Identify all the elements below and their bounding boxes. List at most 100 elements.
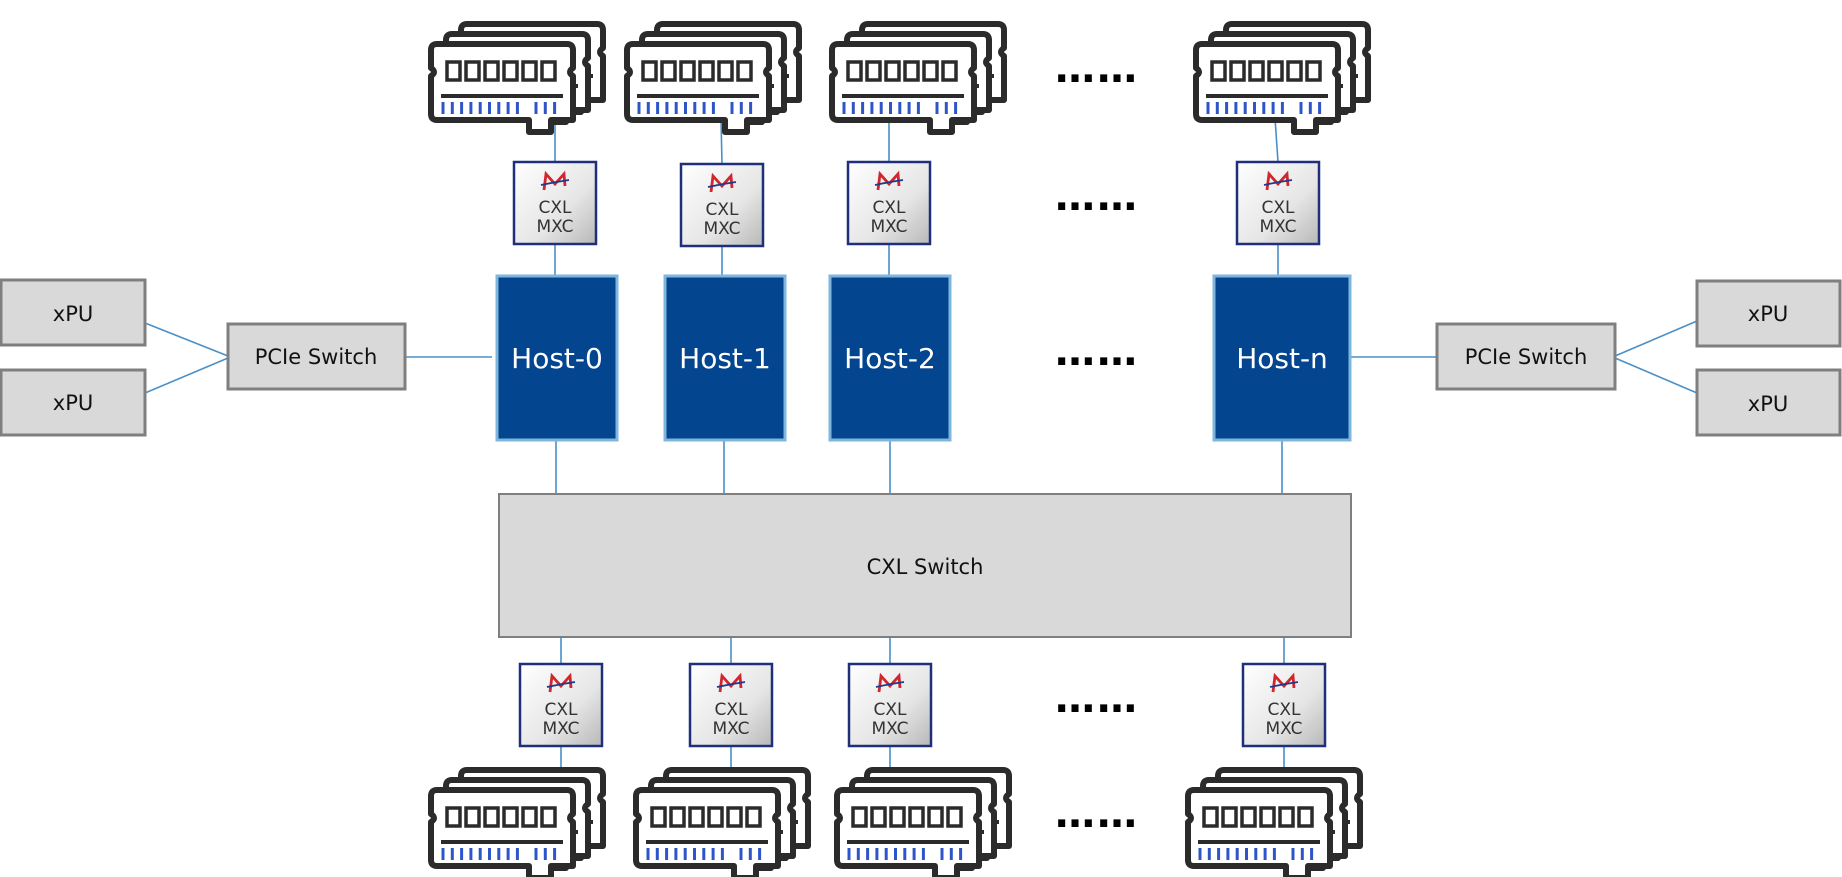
link-memory-chip [1274,117,1279,163]
dimm-chip [1286,60,1303,82]
host-box [1212,274,1352,442]
dimm-chip [726,806,743,828]
dimm-board [428,787,576,877]
mxc-logo-swoosh [1263,179,1293,186]
chip-line2: MXC [537,217,574,237]
cxl-switch-box [498,493,1352,638]
dimm-chip [698,60,715,82]
dimm-chip [445,806,462,828]
dimm-chip [1202,806,1219,828]
dimm-chip [745,806,762,828]
dimm-chip [660,60,677,82]
mxc-logo-swoosh [1269,681,1299,688]
dimm-chip [1297,806,1314,828]
chip-line2: MXC [871,217,908,237]
host-node: Host-n [1212,274,1352,442]
mxc-logo-swoosh [716,681,746,688]
host-label: Host-1 [679,342,771,375]
dimm-chip [1210,60,1227,82]
chip-line1: CXL [873,198,907,218]
host-box [828,274,952,442]
dimm-chip [707,806,724,828]
chip-body [518,662,604,748]
ellipsis-bottom-memory: …… [1055,791,1139,837]
mxc-logo-icon [876,170,901,191]
dimm-stack-icon [428,21,606,135]
left-xpu-group: xPU xPU PCIe Switch [0,278,407,437]
dimm-board [829,41,977,135]
ellipsis-top-memory: …… [1055,46,1139,92]
ellipsis-marks: …… …… …… …… …… [1055,46,1139,837]
dimm-chip [1259,806,1276,828]
dimm-board [1193,41,1341,135]
mxc-logo-icon [1271,672,1296,693]
chip-line2: MXC [713,719,750,739]
host-label: Host-0 [511,342,603,375]
mxc-logo-icon [548,672,573,693]
chip-body [512,160,598,246]
dimm-chip [1267,60,1284,82]
pcie-switch-label: PCIe Switch [1465,345,1588,369]
dimm-chip [927,806,944,828]
chip-body [679,162,765,248]
host-node: Host-1 [663,274,787,442]
mxc-logo-icon [542,170,567,191]
connection-lines [144,320,1698,394]
chip-line1: CXL [539,198,573,218]
dimm-chip [1221,806,1238,828]
host-node: Host-2 [828,274,952,442]
xpu-label: xPU [53,391,93,415]
xpu-box-right-top [1695,279,1842,348]
dimm-chip [903,60,920,82]
host-box [495,274,619,442]
dimm-stack-icon [1193,21,1371,135]
ellipsis-top-chips: …… [1055,174,1139,220]
dimm-chip [846,60,863,82]
mxc-logo-swoosh [874,179,904,186]
chip-line2: MXC [872,719,909,739]
mxc-logo-icon [709,172,734,193]
dimm-chip [641,60,658,82]
dimm-stack-icon [829,21,1007,135]
pcie-switch-right [1435,322,1617,391]
host-label: Host-n [1236,342,1328,375]
dimm-stack-icon [428,767,606,877]
dimm-chip [865,60,882,82]
right-xpu-group: xPU xPU PCIe Switch [1435,279,1842,437]
dimm-chip [540,60,557,82]
ellipsis-hosts: …… [1055,329,1139,375]
dimm-chip [736,60,753,82]
dimm-chip [870,806,887,828]
chip-line1: CXL [1268,700,1302,720]
dimm-board [428,41,576,135]
dimm-chip [1248,60,1265,82]
pcie-switch-label: PCIe Switch [255,345,378,369]
pcie-switch-left [226,322,407,391]
chip-line2: MXC [1266,719,1303,739]
dimm-chip [650,806,667,828]
host-label: Host-2 [844,342,936,375]
dimm-stack-icon [834,767,1012,877]
dimm-chip [445,60,462,82]
cxl-switch-label: CXL Switch [867,555,984,579]
dimm-board [834,787,982,877]
cxl-switch: CXL Switch [498,493,1352,638]
mxc-logo-swoosh [540,179,570,186]
dimm-board [1185,787,1333,877]
dimm-chip [1240,806,1257,828]
chip-line1: CXL [715,700,749,720]
chip-body [1241,662,1327,748]
dimm-chip [669,806,686,828]
chip-body [688,662,774,748]
dimm-chip [717,60,734,82]
xpu-box-left-bottom [0,368,147,437]
mxc-logo-swoosh [546,681,576,688]
mxc-chip-row: CXLMXCCXLMXCCXLMXCCXLMXCCXLMXCCXLMXCCXLM… [512,160,1327,748]
dimm-stack-icon [1185,767,1363,877]
